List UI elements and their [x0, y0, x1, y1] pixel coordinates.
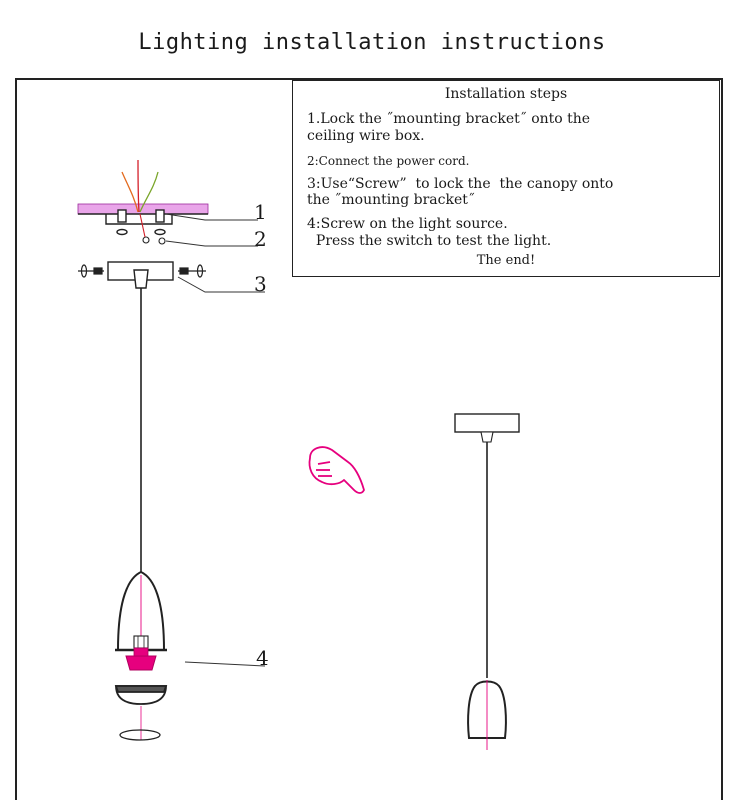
- step-2: 2:Connect the power cord.: [307, 154, 470, 168]
- assembled-lamp: [454, 413, 520, 750]
- end-note: The end!: [476, 253, 536, 268]
- callout-leaders: [165, 213, 266, 667]
- canopy: [107, 261, 174, 289]
- bottom-cover: [114, 685, 168, 705]
- mounting-bracket: [105, 209, 173, 236]
- wire-connectors: [139, 213, 166, 245]
- light-bulb: [125, 635, 157, 671]
- step-3-line-2: the ˝mounting bracket˝: [307, 192, 475, 208]
- callout-label-1: 1: [254, 200, 267, 224]
- callout-label-2: 2: [254, 227, 267, 251]
- step-3-line-1: 3:Use“Screw” to lock the the canopy onto: [307, 176, 614, 192]
- step-4-line-2: Press the switch to test the light.: [307, 233, 552, 249]
- diagram-frame: [15, 78, 723, 800]
- callout-label-4: 4: [256, 646, 269, 670]
- step-4-line-1: 4:Screw on the light source.: [307, 216, 508, 232]
- pointing-hand-icon: [308, 446, 365, 494]
- callout-label-3: 3: [254, 272, 267, 296]
- power-wires: [121, 159, 159, 213]
- canopy-screw-left: [78, 264, 104, 278]
- step-1-line-1: 1.Lock the ˝mounting bracket˝ onto the: [307, 111, 591, 127]
- page-title: Lighting installation instructions: [138, 30, 606, 55]
- steps-heading: Installation steps: [444, 86, 568, 102]
- step-1-line-2: ceiling wire box.: [307, 128, 425, 144]
- installation-steps-box: Installation steps 1.Lock the ˝mounting …: [292, 80, 720, 277]
- ceiling-plate: [77, 203, 209, 215]
- cover-ring: [119, 729, 161, 741]
- canopy-screw-right: [178, 264, 206, 278]
